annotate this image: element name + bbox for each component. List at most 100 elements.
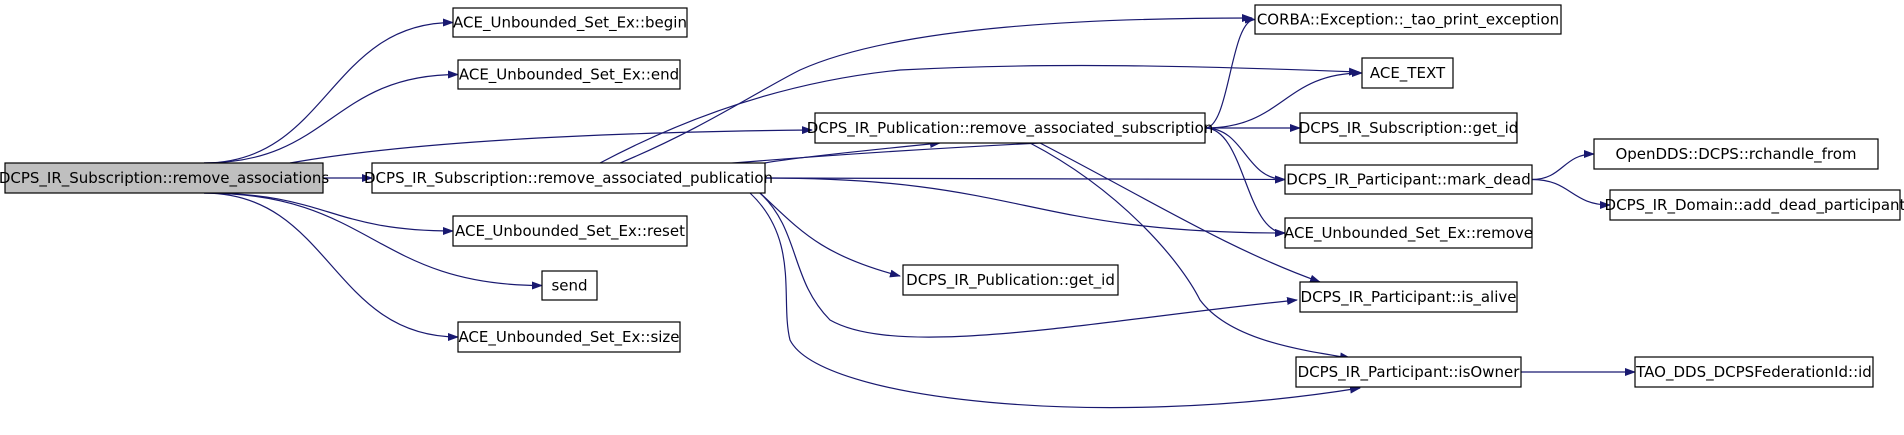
nodes-layer: DCPS_IR_Subscription::remove_association… [0,4,1904,388]
edge-line [759,192,901,278]
node-label: TAO_DDS_DCPSFederationId::id [1635,363,1872,382]
node-box [457,59,681,90]
node-label: DCPS_IR_Participant::mark_dead [1286,171,1530,190]
edge-mark_dead-to-rchandle_from [1531,150,1595,181]
edge-remove_associations-to-end [203,70,459,164]
node-box [1609,189,1901,221]
node-box [1593,138,1879,170]
node-is-alive[interactable]: DCPS_IR_Participant::is_alive [1299,281,1518,313]
edge-line [1029,142,1351,361]
node-label: ACE_Unbounded_Set_Ex::reset [455,222,685,241]
node-set-remove[interactable]: ACE_Unbounded_Set_Ex::remove [1284,217,1533,249]
node-label: ACE_Unbounded_Set_Ex::size [458,328,679,347]
node-label: DCPS_IR_Participant::is_alive [1301,288,1517,307]
node-box [541,270,598,301]
node-box [902,264,1119,296]
node-box [457,321,681,353]
node-fed-id[interactable]: TAO_DDS_DCPSFederationId::id [1634,356,1874,388]
edge-line [764,175,1286,184]
node-box [4,162,324,194]
node-end[interactable]: ACE_Unbounded_Set_Ex::end [457,59,681,90]
node-box [452,215,688,247]
node-label: DCPS_IR_Subscription::get_id [1299,119,1519,138]
node-box [1254,4,1562,35]
node-label: DCPS_IR_Publication::remove_associated_s… [807,119,1214,138]
node-label: DCPS_IR_Participant::isOwner [1298,363,1521,382]
edge-remove_assoc_sub-to-set_remove [1204,127,1286,237]
edge-line [1039,142,1321,283]
edge-line [203,18,454,164]
node-label: ACE_Unbounded_Set_Ex::remove [1284,224,1533,243]
node-label: ACE_Unbounded_Set_Ex::begin [453,14,687,33]
edge-line [764,140,941,164]
edge-line [764,177,1286,237]
node-label: OpenDDS::DCPS::rchandle_from [1615,145,1856,164]
node-label: ACE_Unbounded_Set_Ex::end [459,66,679,85]
node-box [1634,356,1874,388]
edge-remove_assoc_pub-to-mark_dead [764,175,1286,184]
node-remove-assoc-sub[interactable]: DCPS_IR_Publication::remove_associated_s… [807,112,1214,144]
edge-line [203,192,543,290]
edge-line [203,192,454,235]
node-size[interactable]: ACE_Unbounded_Set_Ex::size [457,321,681,353]
node-box [452,7,688,38]
node-label: send [551,277,587,295]
edge-remove_assoc_pub-to-pub_get_id [759,192,901,278]
edge-remove_associations-to-reset [203,192,454,235]
node-label: DCPS_IR_Domain::add_dead_participant [1605,196,1904,215]
edge-remove_associations-to-begin [203,18,454,164]
node-box [1284,164,1533,195]
node-box [1299,281,1518,313]
edge-line [1531,150,1595,181]
node-reset[interactable]: ACE_Unbounded_Set_Ex::reset [452,215,688,247]
node-send[interactable]: send [541,270,598,301]
node-rchandle-from[interactable]: OpenDDS::DCPS::rchandle_from [1593,138,1879,170]
node-pub-get-id[interactable]: DCPS_IR_Publication::get_id [902,264,1119,296]
node-box [1361,57,1454,89]
edge-line [749,192,1361,409]
node-is-owner[interactable]: DCPS_IR_Participant::isOwner [1295,356,1522,388]
edge-remove_associations-to-remove_assoc_sub [289,126,813,164]
node-remove-assoc-pub[interactable]: DCPS_IR_Subscription::remove_associated_… [364,162,773,194]
edge-remove_associations-to-size [203,192,459,341]
edges-layer [203,14,1636,409]
edge-remove_assoc_sub-to-mark_dead [1204,127,1286,184]
edge-remove_assoc_pub-to-set_remove [764,177,1286,237]
edge-line [1204,15,1256,129]
edge-line [759,192,1298,338]
edge-line [619,14,1253,164]
node-box [814,112,1206,144]
node-box [1295,356,1522,388]
edge-remove_assoc_sub-to-ace_text [1204,69,1363,129]
node-label: DCPS_IR_Subscription::remove_associated_… [364,169,773,188]
edge-remove_assoc_pub-to-tao_print [619,14,1253,164]
node-label: DCPS_IR_Publication::get_id [906,271,1115,290]
edge-line [1531,178,1611,209]
edge-remove_assoc_pub-to-is_owner [749,192,1361,409]
edge-line [289,126,813,164]
edge-remove_assoc_pub-to-is_alive [759,192,1298,338]
node-tao-print[interactable]: CORBA::Exception::_tao_print_exception [1254,4,1562,35]
edge-line [203,192,459,341]
node-remove-associations[interactable]: DCPS_IR_Subscription::remove_association… [0,162,329,194]
node-box [1299,112,1518,144]
node-begin[interactable]: ACE_Unbounded_Set_Ex::begin [452,7,688,38]
node-sub-get-id[interactable]: DCPS_IR_Subscription::get_id [1299,112,1519,144]
edge-mark_dead-to-add_dead [1531,178,1611,209]
edge-remove_assoc_sub-to-is_alive [1039,142,1321,283]
edge-remove_assoc_sub-to-is_owner [1029,142,1351,361]
node-add-dead[interactable]: DCPS_IR_Domain::add_dead_participant [1605,189,1904,221]
edge-line [1204,127,1286,184]
node-label: CORBA::Exception::_tao_print_exception [1257,11,1559,30]
edge-line [1204,127,1286,237]
node-label: DCPS_IR_Subscription::remove_association… [0,169,329,188]
node-box [371,162,766,194]
edge-line [599,64,1360,164]
edge-remove_assoc_pub-to-ace_text [599,64,1360,164]
edge-remove_assoc_pub-to-remove_assoc_sub [764,140,941,164]
node-mark-dead[interactable]: DCPS_IR_Participant::mark_dead [1284,164,1533,195]
node-ace-text[interactable]: ACE_TEXT [1361,57,1454,89]
edge-line [203,70,459,164]
node-box [1284,217,1533,249]
